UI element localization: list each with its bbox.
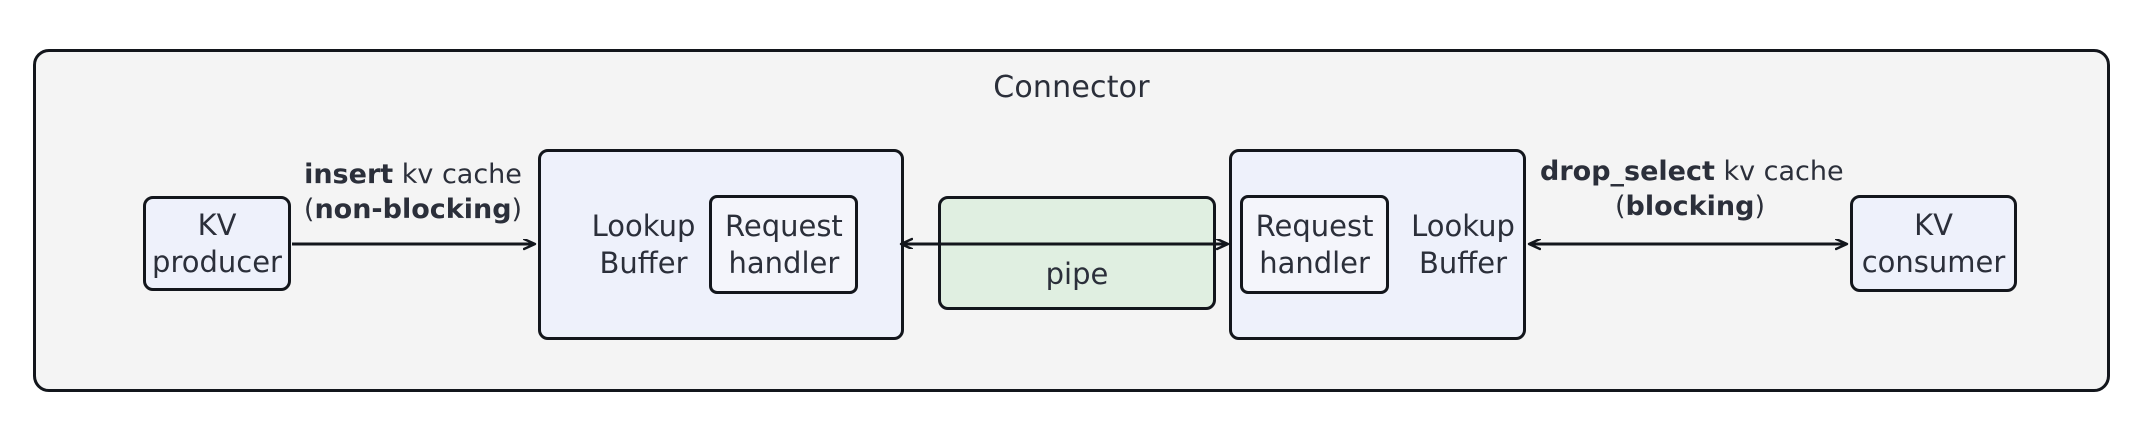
node-pipe[interactable]: pipe xyxy=(938,196,1216,310)
edge-label-insert-open: ( xyxy=(303,193,315,225)
kv-consumer-line2: consumer xyxy=(1861,244,2006,279)
edge-label-insert-line2: (non-blocking) xyxy=(298,193,528,228)
kv-producer-line2: producer xyxy=(152,244,282,279)
connector-title: Connector xyxy=(993,70,1150,105)
node-kv-consumer[interactable]: KV consumer xyxy=(1850,195,2017,292)
edge-label-drop-select-rest: kv cache xyxy=(1714,156,1844,187)
edge-label-drop-select-line2: (blocking) xyxy=(1540,190,1840,225)
request-handler-right-line1: Request xyxy=(1255,208,1374,243)
lookup-buffer-right-line1: Lookup xyxy=(1411,208,1515,243)
edge-label-insert-close: ) xyxy=(511,193,523,225)
node-lookup-buffer-left[interactable]: Lookup Buffer Request handler xyxy=(538,149,904,340)
edge-label-drop-select: drop_select kv cache (blocking) xyxy=(1540,155,1844,225)
edge-label-drop-select-mode: blocking xyxy=(1625,190,1755,222)
edge-label-insert-rest: kv cache xyxy=(393,159,522,190)
edge-label-drop-select-close: ) xyxy=(1754,190,1765,222)
edge-label-drop-select-keyword: drop_select xyxy=(1540,156,1715,187)
lookup-buffer-left-line1: Lookup xyxy=(591,208,696,243)
lookup-buffer-left-line2: Buffer xyxy=(599,245,688,280)
kv-consumer-line1: KV xyxy=(1914,207,1953,242)
kv-producer-line1: KV xyxy=(197,207,237,242)
edge-label-drop-select-open: ( xyxy=(1615,190,1626,222)
request-handler-right-line2: handler xyxy=(1259,245,1370,280)
edge-label-insert-mode: non-blocking xyxy=(314,193,512,225)
edge-label-insert: insert kv cache (non-blocking) xyxy=(298,158,528,227)
lookup-buffer-right-line2: Buffer xyxy=(1418,245,1507,280)
edge-label-drop-select-line1: drop_select kv cache xyxy=(1540,155,1844,190)
request-handler-left-line1: Request xyxy=(725,208,843,243)
pipe-label: pipe xyxy=(1045,257,1109,292)
node-request-handler-left[interactable]: Request handler xyxy=(709,195,859,294)
lookup-buffer-left-label: Lookup Buffer xyxy=(592,208,696,281)
lookup-buffer-right-label: Lookup Buffer xyxy=(1411,208,1515,281)
edge-label-insert-line1: insert kv cache xyxy=(298,158,528,193)
request-handler-left-line2: handler xyxy=(728,245,840,280)
node-kv-producer[interactable]: KV producer xyxy=(143,196,291,291)
node-request-handler-right[interactable]: Request handler xyxy=(1240,195,1390,294)
node-lookup-buffer-right[interactable]: Request handler Lookup Buffer xyxy=(1229,149,1526,340)
edge-label-insert-keyword: insert xyxy=(304,159,394,190)
